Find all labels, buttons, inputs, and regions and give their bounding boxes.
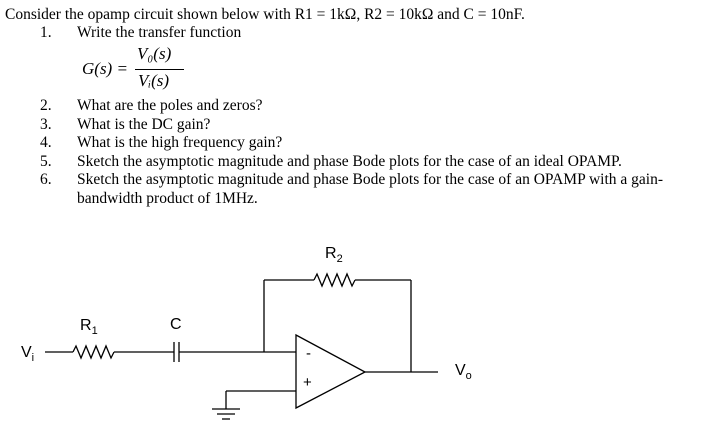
r2-label: R2 [325,245,343,265]
problem-item: 6. Sketch the asymptotic magnitude and p… [40,171,712,208]
minus-sign: - [306,345,311,362]
item-number: 3. [40,115,52,133]
vo-label: Vo [455,362,472,382]
item-number: 1. [40,24,52,41]
r1-resistor [72,344,115,360]
c-label: C [170,316,182,333]
item-number: 5. [40,152,52,170]
r2-resistor [313,272,356,288]
opamp-circuit-diagram: R2 R1 C Vi Vo - + [21,245,472,420]
item-text: What is the high frequency gain? [77,134,283,151]
vi-label: Vi [21,344,34,364]
item-text: Write the transfer function [77,24,242,41]
problem-item: 2. What are the poles and zeros? [40,97,712,116]
formula-lhs: G(s) = [82,59,128,78]
formula-denominator: Vᵢ(s) [138,71,170,90]
problem-item: 5. Sketch the asymptotic magnitude and p… [40,153,712,172]
plus-sign: + [303,374,312,391]
item-number: 6. [40,171,52,188]
item-text: What is the DC gain? [77,115,211,133]
item-text: What are the poles and zeros? [77,97,263,114]
opamp-symbol [295,333,367,410]
transfer-function-formula: G(s) = V₀(s) Vᵢ(s) [82,44,232,96]
item-number: 4. [40,134,52,151]
item-text: Sketch the asymptotic magnitude and phas… [77,152,622,170]
problem-intro: Consider the opamp circuit shown below w… [5,6,525,23]
r1-label: R1 [80,317,98,337]
problem-items: 2. What are the poles and zeros? 3. What… [40,97,712,208]
problem-item: 4. What is the high frequency gain? [40,134,712,153]
problem-item: 3. What is the DC gain? [40,116,712,135]
formula-numerator: V₀(s) [137,44,172,63]
ground-symbol [212,408,240,420]
problem-item-1: 1. Write the transfer function [40,24,712,43]
item-number: 2. [40,97,52,114]
item-text: Sketch the asymptotic magnitude and phas… [77,171,664,207]
fraction-bar [135,69,184,70]
